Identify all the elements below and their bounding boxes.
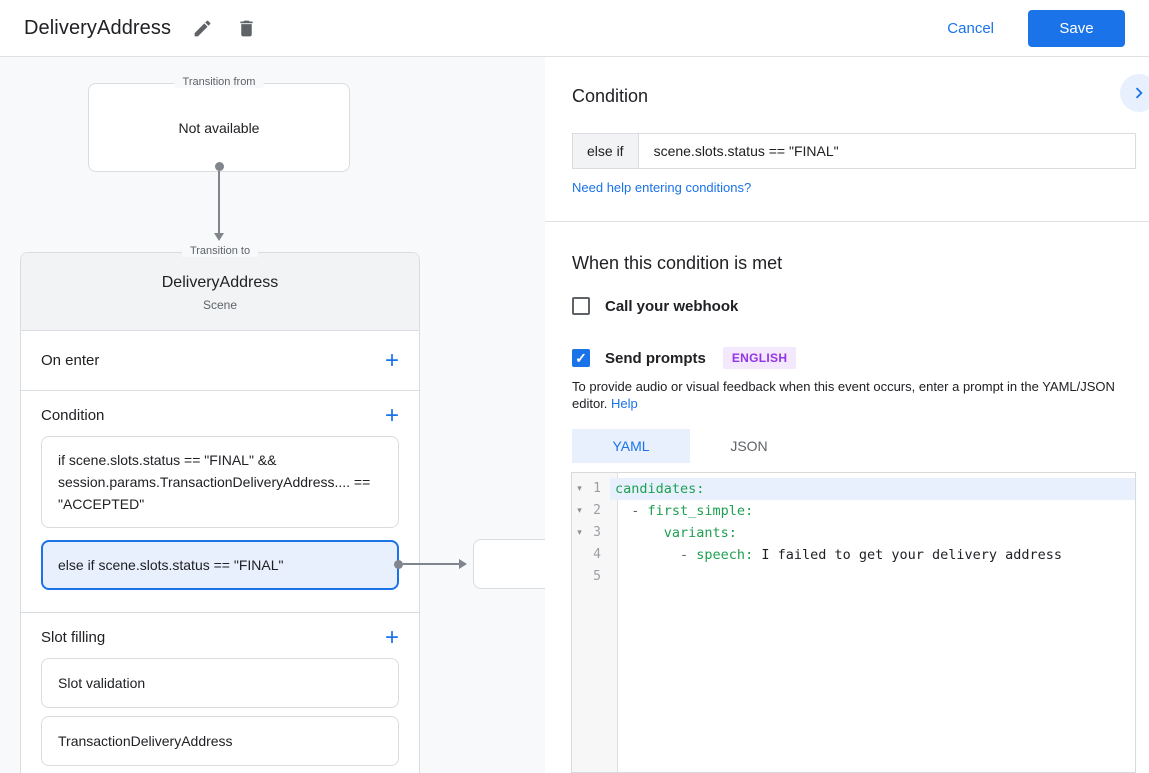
add-condition-icon[interactable]: + (384, 401, 399, 429)
transition-to-label: Transition to (181, 245, 259, 257)
line-number: 4 (593, 547, 601, 562)
send-prompts-label: Send prompts (605, 349, 706, 367)
transition-from-box[interactable]: Transition from Not available (88, 76, 350, 172)
slot-filling-section: Slot filling + Slot validation Transacti… (21, 613, 419, 773)
delete-scene-button[interactable] (233, 15, 259, 41)
code-line[interactable]: variants: (610, 522, 1135, 544)
prompts-help-link[interactable]: Help (611, 396, 638, 411)
connector-dot (214, 162, 224, 171)
fold-spacer (572, 566, 587, 588)
editor-line[interactable]: 5 (572, 566, 1135, 588)
fold-arrow-icon[interactable]: ▾ (577, 484, 582, 494)
scene-card: Transition to DeliveryAddress Scene On e… (20, 245, 420, 773)
yaml-key: candidates: (615, 481, 705, 497)
yaml-key: speech: (696, 547, 754, 563)
call-webhook-row[interactable]: Call your webhook (572, 297, 738, 315)
prompt-code-editor[interactable]: ▾ 1 candidates: ▾ 2 - first_simple: ▾ 3 … (571, 472, 1136, 773)
call-webhook-checkbox[interactable] (572, 297, 590, 315)
panel-title: Condition (572, 86, 649, 106)
condition-transition-arrow (394, 559, 467, 569)
pencil-icon (194, 20, 210, 36)
connector-dot (394, 559, 403, 569)
transition-down-arrow (213, 162, 225, 241)
trash-icon (239, 20, 253, 36)
transition-target-box[interactable] (473, 539, 545, 589)
editor-format-tabs: YAML JSON (572, 429, 808, 463)
panel-divider (545, 221, 1149, 222)
add-slot-icon[interactable]: + (384, 623, 399, 651)
slot-filling-section-header: Slot filling + (41, 623, 399, 651)
cancel-button[interactable]: Cancel (947, 19, 994, 37)
yaml-key: variants: (663, 525, 737, 541)
slot-validation-item[interactable]: Slot validation (41, 658, 399, 708)
on-enter-section[interactable]: On enter + (21, 331, 419, 391)
condition-item[interactable]: if scene.slots.status == "FINAL" && sess… (41, 436, 399, 528)
send-prompts-row[interactable]: ✓ Send prompts ENGLISH (572, 347, 797, 369)
condition-expression-value[interactable]: scene.slots.status == "FINAL" (653, 143, 839, 159)
arrow-head-right-icon (459, 559, 467, 569)
condition-section: Condition + if scene.slots.status == "FI… (21, 391, 419, 613)
conditions-help-link[interactable]: Need help entering conditions? (572, 180, 752, 195)
condition-section-title: Condition (41, 407, 105, 424)
yaml-key: first_simple: (647, 503, 754, 519)
yaml-value: I failed to get your delivery address (753, 547, 1063, 563)
tab-json[interactable]: JSON (730, 438, 768, 454)
fold-arrow-icon[interactable]: ▾ (577, 528, 582, 538)
yaml-dash: - (631, 503, 648, 519)
editor-gutter (572, 473, 618, 772)
on-enter-title: On enter (41, 352, 100, 369)
editor-line[interactable]: ▾ 1 candidates: (572, 478, 1135, 500)
call-webhook-label: Call your webhook (605, 297, 739, 315)
prompts-description-text: To provide audio or visual feedback when… (572, 379, 1115, 411)
line-number: 1 (593, 481, 601, 496)
code-line[interactable]: candidates: (610, 478, 1135, 500)
language-badge: ENGLISH (722, 347, 797, 369)
code-line[interactable]: - speech: I failed to get your delivery … (610, 544, 1135, 566)
save-button[interactable]: Save (1028, 9, 1125, 47)
arrow-shaft (218, 171, 220, 233)
condition-section-header: Condition + (41, 401, 399, 429)
arrow-head-down-icon (214, 233, 224, 241)
condition-expression-field[interactable]: else if scene.slots.status == "FINAL" (572, 133, 1136, 169)
fold-arrow-icon[interactable]: ▾ (577, 506, 582, 516)
arrow-shaft (403, 563, 459, 565)
send-prompts-checkbox[interactable]: ✓ (572, 349, 590, 367)
add-on-enter-icon[interactable]: + (384, 346, 399, 374)
editor-line[interactable]: 4 - speech: I failed to get your deliver… (572, 544, 1135, 566)
collapse-panel-button[interactable] (1120, 74, 1149, 112)
scene-diagram-panel: Transition from Not available Transition… (0, 57, 545, 773)
page-title: DeliveryAddress (24, 16, 172, 39)
tab-yaml[interactable]: YAML (572, 429, 690, 463)
code-line[interactable] (610, 566, 1135, 588)
scene-type-label: Scene (202, 298, 238, 312)
transition-from-value: Not available (178, 119, 260, 136)
yaml-indent (615, 525, 664, 541)
scene-card-header[interactable]: DeliveryAddress Scene (21, 253, 419, 331)
line-number: 5 (593, 569, 601, 584)
top-bar: DeliveryAddress Cancel Save (0, 0, 1149, 57)
line-number: 3 (593, 525, 601, 540)
prompts-description: To provide audio or visual feedback when… (572, 378, 1132, 412)
transition-from-label: Transition from (174, 76, 264, 88)
top-bar-left: DeliveryAddress (24, 15, 259, 41)
slot-item[interactable]: TransactionDeliveryAddress (41, 716, 399, 766)
editor-lines: ▾ 1 candidates: ▾ 2 - first_simple: ▾ 3 … (572, 473, 1135, 588)
condition-editor-panel: Condition else if scene.slots.status == … (545, 57, 1149, 773)
condition-item-selected[interactable]: else if scene.slots.status == "FINAL" (41, 540, 399, 590)
yaml-indent (615, 503, 631, 519)
edit-title-button[interactable] (189, 15, 215, 41)
scene-name: DeliveryAddress (161, 274, 279, 291)
yaml-indent (615, 547, 680, 563)
fold-spacer (572, 544, 587, 566)
slot-filling-title: Slot filling (41, 629, 106, 646)
yaml-dash: - (680, 547, 697, 563)
code-line[interactable]: - first_simple: (610, 500, 1135, 522)
line-number: 2 (593, 503, 601, 518)
top-bar-right: Cancel Save (947, 9, 1125, 47)
when-condition-met-title: When this condition is met (572, 253, 783, 273)
editor-line[interactable]: ▾ 3 variants: (572, 522, 1135, 544)
editor-line[interactable]: ▾ 2 - first_simple: (572, 500, 1135, 522)
chevron-right-icon (1135, 87, 1143, 99)
condition-prefix-label: else if (573, 134, 639, 168)
